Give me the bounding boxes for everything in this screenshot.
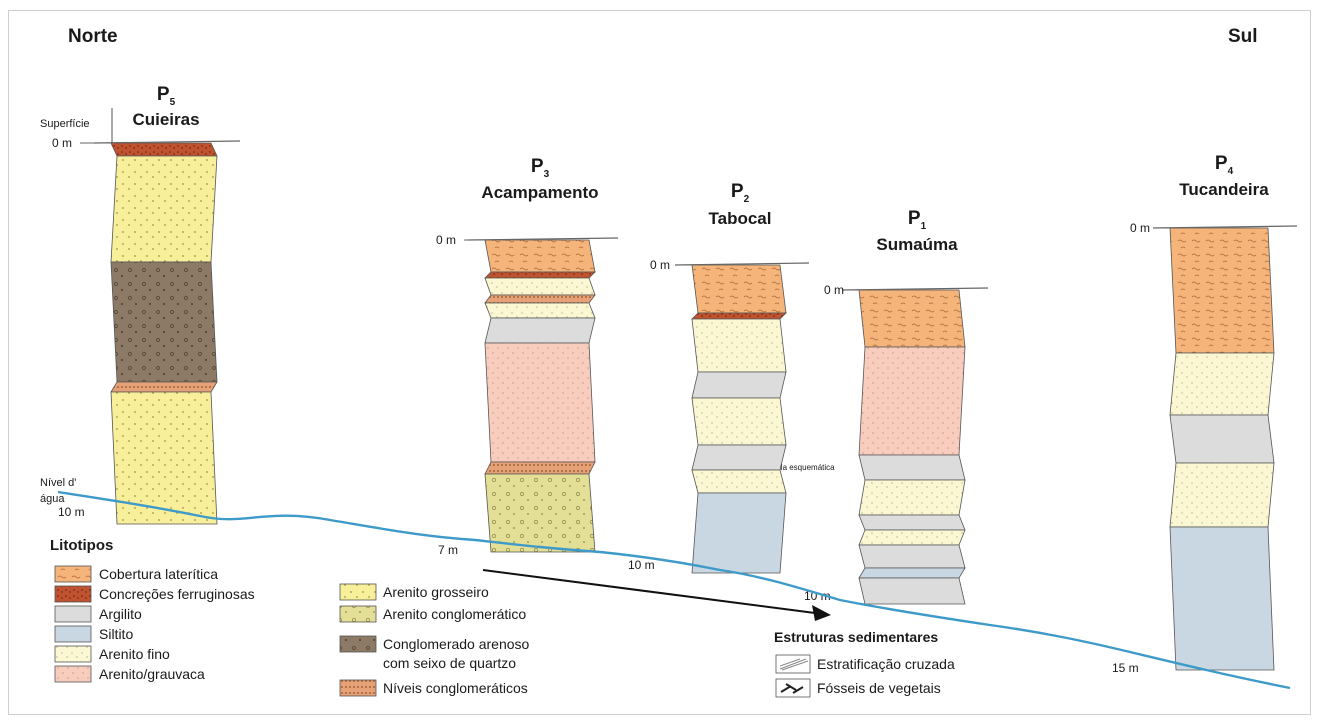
depth-zero-label: 0 m (824, 283, 844, 297)
swatch-conglom (340, 636, 376, 652)
layer-ferruginous (111, 143, 217, 156)
depth-zero-label: 0 m (436, 233, 456, 247)
layer-clay (859, 515, 965, 530)
profile-id-5: P5 (157, 84, 176, 108)
layer-silt (692, 493, 786, 573)
water-level-label-2: água (40, 493, 65, 505)
swatch-finesand (55, 646, 91, 662)
legend-item-conglom: Conglomerado arenoso (383, 636, 530, 652)
layer-greywacke (485, 343, 595, 462)
layer-finesand (485, 278, 595, 295)
structure-label-1: Fósseis de vegetais (817, 680, 941, 696)
layer-coarse (111, 156, 217, 262)
profile-name-4: Tucandeira (1179, 180, 1269, 199)
legend-item-conglsand: Arenito conglomerático (383, 606, 526, 622)
layer-laterite (859, 290, 965, 347)
legend-item-laterite: Cobertura laterítica (99, 566, 218, 582)
swatch-silt (55, 626, 91, 642)
layer-finesand (859, 530, 965, 545)
profile-name-3: Acampamento (481, 183, 598, 202)
layer-finesand (1170, 463, 1274, 527)
profile-name-2: Tabocal (709, 209, 772, 228)
layer-finesand (485, 303, 595, 318)
cross-bedding-icon (776, 655, 810, 673)
structures-title: Estruturas sedimentares (774, 629, 938, 645)
base-depth-label: 7 m (438, 543, 458, 557)
swatch-greywacke (55, 666, 91, 682)
base-depth-label: 15 m (1112, 661, 1139, 675)
layer-conglevel (111, 382, 217, 392)
layer-conglevel (485, 462, 595, 474)
layer-laterite (692, 265, 786, 313)
depth-zero-label: 0 m (650, 258, 670, 272)
layer-finesand (692, 398, 786, 445)
layer-clay (692, 372, 786, 398)
swatch-laterite (55, 566, 91, 582)
layer-silt (1170, 527, 1274, 670)
column-cuieiras: 0 m 10 m (52, 136, 240, 524)
layer-finesand (1170, 353, 1274, 415)
profile-id-1: P1 (908, 208, 927, 232)
layer-finesand (692, 470, 786, 493)
base-depth-label: 10 m (628, 558, 655, 572)
profile-id-2: P2 (731, 181, 750, 205)
layer-ferruginous (485, 272, 595, 278)
plant-fossil-icon (776, 679, 810, 697)
profile-name-1: Sumaúma (876, 235, 958, 254)
layer-laterite (1170, 228, 1274, 353)
legend-item-silt: Siltito (99, 626, 133, 642)
legend-item-coarse: Arenito grosseiro (383, 584, 489, 600)
profile-id-4: P4 (1215, 153, 1234, 177)
swatch-clay (55, 606, 91, 622)
legend-item-conglevel: Níveis conglomeráticos (383, 680, 528, 696)
layer-clay (1170, 415, 1274, 463)
layer-greywacke (859, 347, 965, 455)
base-depth-label: 10 m (58, 505, 85, 519)
surface-label: Superfície (40, 118, 90, 130)
layer-coarse (111, 392, 217, 524)
layer-conglevel (485, 295, 595, 303)
layer-clay (859, 578, 965, 604)
depth-zero-label: 0 m (1130, 221, 1150, 235)
gradient-arrow-line (483, 570, 815, 613)
swatch-coarse (340, 584, 376, 600)
structure-label-0: Estratificação cruzada (817, 656, 955, 672)
layer-clay (485, 318, 595, 343)
depth-zero-label: 0 m (52, 136, 72, 150)
swatch-ferruginous (55, 586, 91, 602)
legend-item-clay: Argilito (99, 606, 142, 622)
water-level-label-1: Nível d' (40, 477, 76, 489)
layer-clay (859, 545, 965, 568)
column-tucandeira: 0 m 15 m (1112, 221, 1297, 675)
layer-ferruginous (692, 313, 786, 319)
layer-silt (859, 568, 965, 578)
layer-finesand (859, 480, 965, 515)
swatch-conglevel (340, 680, 376, 696)
layer-clay (859, 455, 965, 480)
layer-laterite (485, 240, 595, 272)
layer-finesand (692, 319, 786, 372)
legend-title: Litotipos (50, 537, 113, 554)
arrow-head-icon (812, 605, 831, 621)
north-label: Norte (68, 26, 118, 47)
column-sumaúma: 0 m10 m (804, 283, 988, 604)
profile-id-3: P3 (531, 156, 550, 180)
layer-clay (692, 445, 786, 470)
legend-item-greywacke: Arenito/grauvaca (99, 666, 205, 682)
layer-conglom (111, 262, 217, 382)
profile-name-5: Cuieiras (132, 110, 199, 129)
south-label: Sul (1228, 26, 1258, 47)
layer-conglsand (485, 474, 595, 552)
legend-item-finesand: Arenito fino (99, 646, 170, 662)
legend-item-ferruginous: Concreções ferruginosas (99, 586, 255, 602)
column-tabocal: 0 m 10 m (628, 258, 809, 573)
column-acampamento: 0 m 7 m (436, 233, 618, 557)
legend-item-conglom-line2: com seixo de quartzo (383, 655, 516, 671)
swatch-conglsand (340, 606, 376, 622)
